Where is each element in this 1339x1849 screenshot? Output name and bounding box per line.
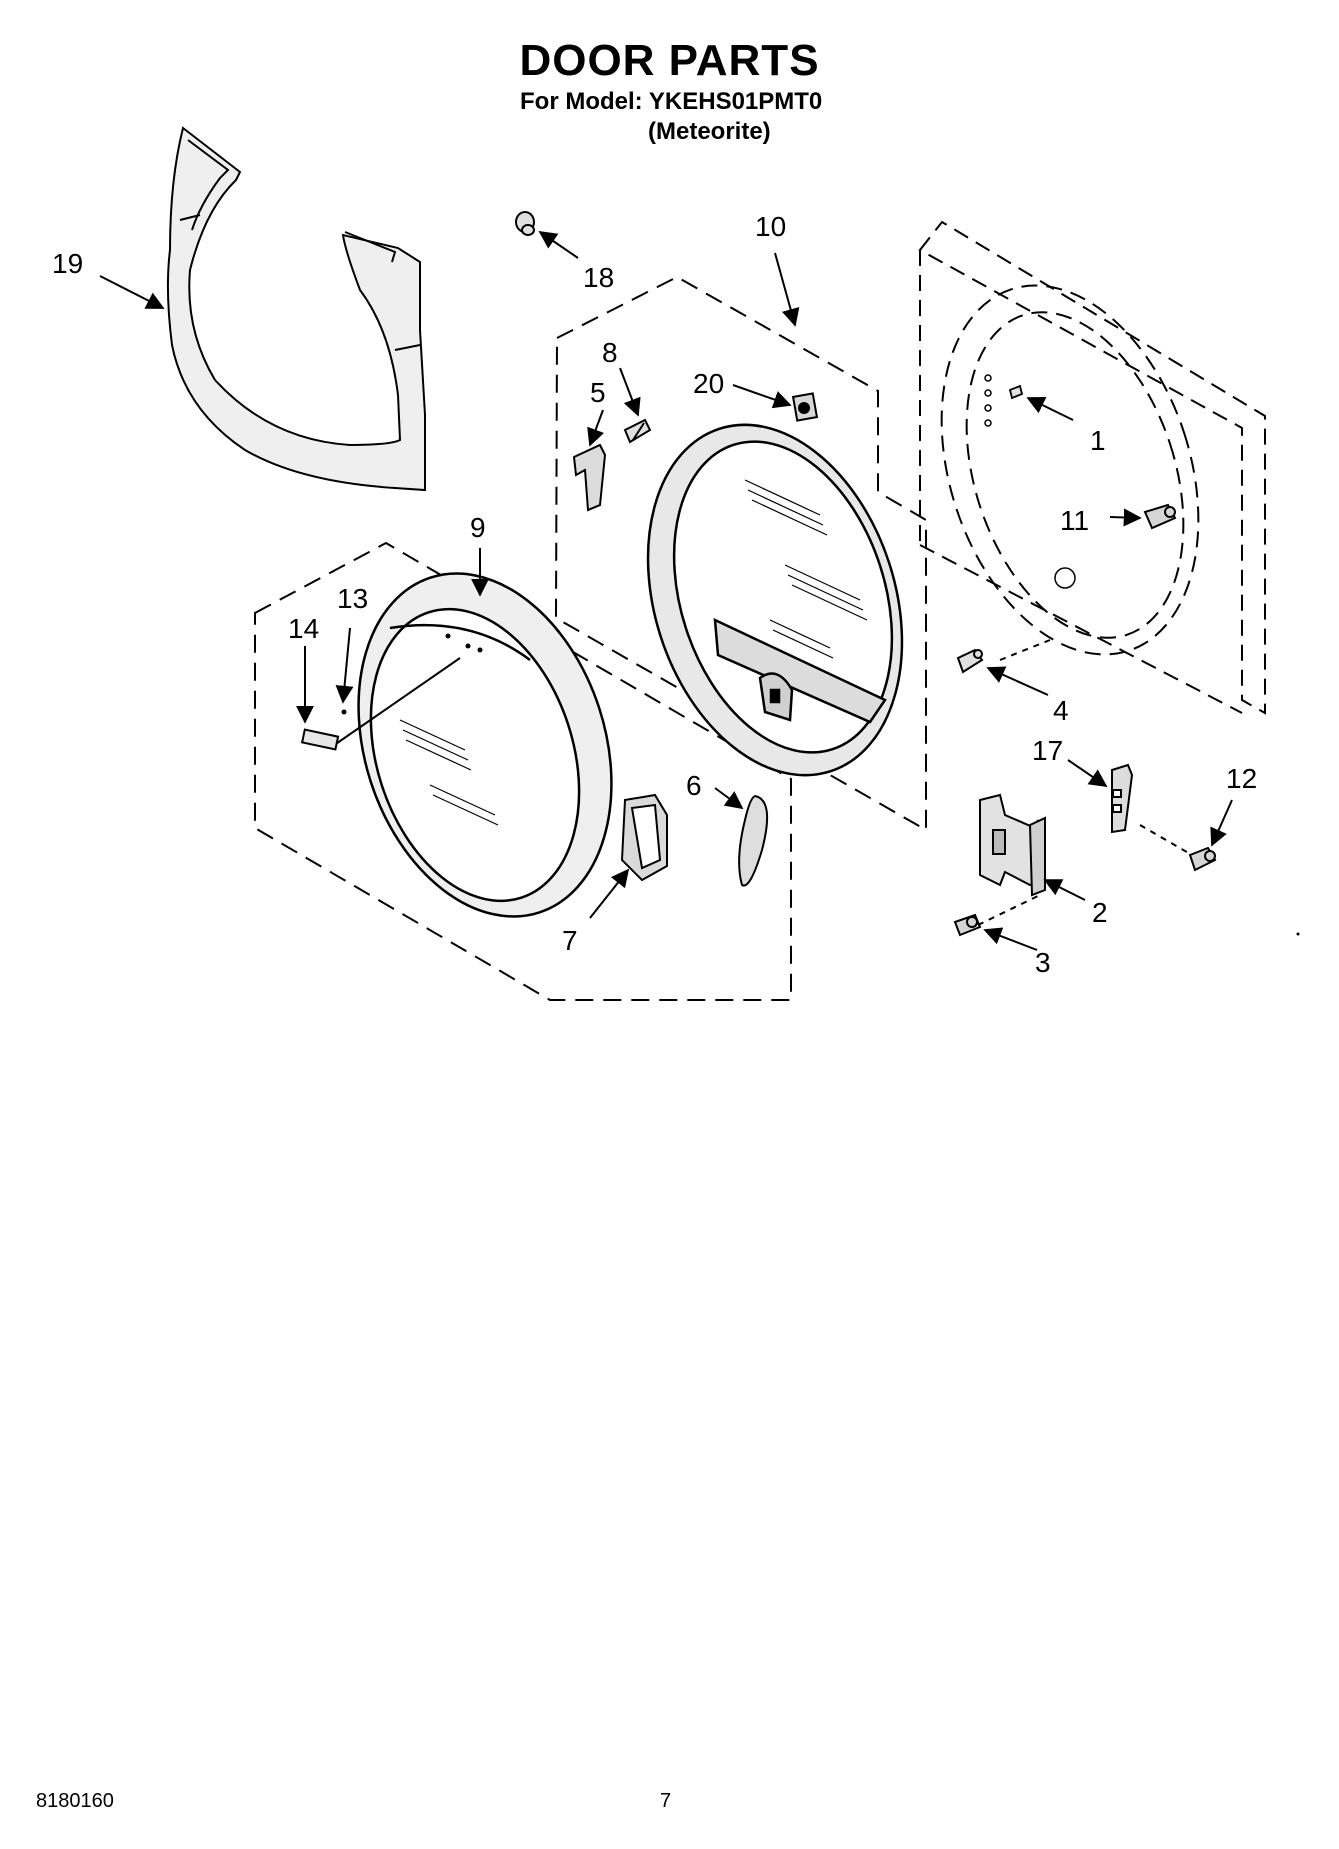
part-14-badge [300,728,340,751]
callout-6: 6 [686,770,702,801]
part-1-screw [1008,384,1024,400]
glass-reflection-10 [744,479,868,659]
leader-17 [1067,759,1108,788]
callout-20: 20 [693,368,724,399]
part-12-screw [1188,846,1217,872]
page-title: DOOR PARTS [519,36,820,85]
cabinet-holes [984,374,1076,589]
callout-12: 12 [1226,763,1257,794]
callout-3: 3 [1035,947,1051,978]
callout-labels: 19 18 10 8 5 20 1 11 9 13 14 4 6 7 17 12… [52,211,1257,978]
leader-11 [1109,508,1142,527]
part-8-screw [623,418,652,444]
leader-4 [986,666,1049,696]
callout-8: 8 [602,337,618,368]
callout-7: 7 [562,925,578,956]
part-7-handle [620,793,668,882]
part-13-clip [341,709,347,715]
part-20-latch [791,392,819,422]
leader-19 [99,275,165,309]
assembly-10-boundary [554,275,927,832]
part-18-knob [515,211,535,236]
leader-5 [587,409,605,447]
leader-10 [774,252,800,327]
part-10-inner-door [646,423,904,777]
part-2-hinge [979,793,1046,897]
callout-1: 1 [1090,425,1106,456]
callout-9: 9 [470,512,486,543]
leader-lines [99,230,1233,951]
leader-7 [589,868,630,919]
callout-19: 19 [52,248,83,279]
callout-4: 4 [1053,695,1069,726]
part-17-strike [1111,763,1134,834]
cabinet-front-panel [918,220,1266,715]
leader-2 [1043,879,1086,901]
door-vent-holes [445,633,483,653]
part-3-screw [953,913,982,937]
leader-1 [1026,397,1074,421]
document-number: 8180160 [36,1790,114,1812]
part-6-insert [738,794,769,887]
callout-18: 18 [583,262,614,293]
model-variant: (Meteorite) [648,118,771,145]
page-number: 7 [660,1790,672,1812]
part-11-screw [1143,503,1177,530]
assembly-9-boundary [254,541,792,1001]
callout-13: 13 [337,583,368,614]
leader-12 [1210,799,1233,847]
glass-reflection-9 [399,719,499,826]
part-19-trim [166,126,426,492]
leader-6 [714,787,744,810]
leader-18 [538,230,579,259]
model-number: For Model: YKEHS01PMT0 [520,88,823,115]
callout-5: 5 [590,377,606,408]
leader-20 [732,384,792,409]
leader-8 [619,367,641,417]
callout-14: 14 [288,613,319,644]
speck [1296,932,1300,936]
leader-3 [983,927,1038,951]
part-4-screw [956,648,984,674]
part-9-outer-door [329,572,613,918]
callout-10: 10 [755,211,786,242]
part-5-bracket [572,443,607,512]
callout-11: 11 [1060,505,1089,536]
callout-17: 17 [1032,735,1063,766]
leader-13 [335,627,354,704]
callout-2: 2 [1092,897,1108,928]
leader-line-12-dash [977,639,1193,926]
